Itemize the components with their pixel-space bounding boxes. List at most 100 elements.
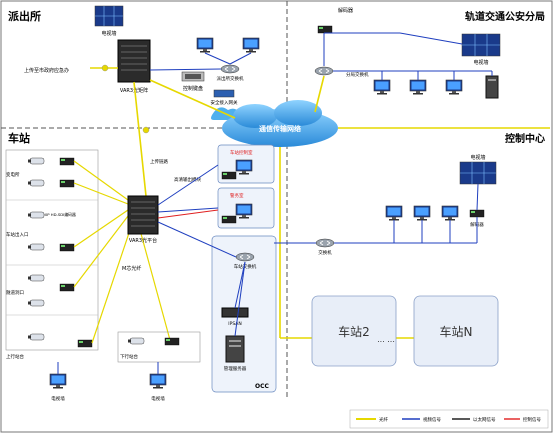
management-server: [225, 335, 245, 363]
up-platform-monitor-icon: [49, 373, 67, 389]
bureau-wall-link: [399, 32, 463, 45]
camera-icon-2: [27, 179, 45, 187]
transformer-label: 变电所: [6, 171, 20, 178]
camera-icon-3: [27, 211, 45, 219]
bureau-switch-label: 分局交换机: [346, 71, 369, 78]
matrix-switch-link: [149, 68, 222, 71]
legend-video: 视频信号: [402, 416, 441, 423]
mgmt-server-label: 管理服务器: [224, 365, 247, 372]
region-title-station: 车站: [8, 131, 30, 145]
security-gateway-label: 安全接入网关: [211, 99, 238, 106]
police-switch-icon: [220, 64, 240, 74]
control-workstation-icon-1: [385, 205, 403, 221]
station-n-label: 车站N: [440, 324, 473, 339]
legend: [349, 409, 549, 429]
legend-control: 控制信号: [504, 416, 541, 423]
legend-ethernet: 以太网信号: [452, 416, 496, 423]
ipsan-storage: [221, 307, 249, 318]
fiber-bureau-cloud: [314, 75, 325, 113]
encoder-icon-3: [59, 243, 75, 252]
fiber-label: M芯光纤: [122, 265, 141, 272]
fiber-node: [142, 126, 150, 134]
fiber-police-cloud: [149, 79, 236, 119]
down-platform-panel: [117, 331, 201, 363]
fiber-matrix-platform: [133, 81, 147, 197]
legend-fiber: 光纤: [356, 416, 388, 423]
station-2-label: 车站2: [338, 324, 370, 339]
down-platform-monitor-icon: [149, 373, 167, 389]
hd-output-label: 高清输出模块: [174, 176, 201, 183]
station-camera-panel: [5, 149, 99, 351]
control-keyboard: [181, 71, 205, 82]
police-ws-link: [204, 52, 231, 65]
region-title-control-center: 控制中心: [505, 132, 545, 145]
svg-text:控制信号: 控制信号: [523, 416, 541, 423]
region-title-police-station: 派出所: [8, 9, 41, 23]
police-switch-label: 派出所交换机: [217, 75, 244, 82]
police-ws-link-2: [229, 52, 252, 65]
up-monitor-label: 电视墙: [51, 395, 65, 402]
camera-icon-1: [27, 157, 45, 165]
control-room-label: 车站控制室: [230, 149, 253, 156]
bureau-workstation-icon-2: [409, 79, 427, 95]
svg-text:视频信号: 视频信号: [423, 416, 441, 423]
control-keyboard-label: 控制键盘: [183, 85, 203, 92]
platform-control-link: [157, 164, 219, 206]
station-2-box: [311, 295, 397, 367]
var3-optical-platform: [127, 195, 159, 235]
control-workstation-icon-2: [413, 205, 431, 221]
control-workstation-icon-3: [441, 205, 459, 221]
control-room-keyboard-icon: [221, 171, 237, 180]
tunnel-label: 隧道洞口: [6, 289, 24, 296]
bureau-workstation-icon-3: [445, 79, 463, 95]
camera-icon-8: [127, 337, 145, 345]
station-switch-icon: [235, 252, 255, 262]
duty-room-keyboard-icon: [221, 215, 237, 224]
platform-control-signal: [157, 209, 219, 219]
platform-up-label: 上行站台: [6, 353, 24, 360]
camera-icon-6: [27, 299, 45, 307]
bureau-decoder-icon: [317, 25, 333, 34]
camera-icon-4: [27, 243, 45, 251]
bureau-video-wall: [461, 33, 501, 57]
encoder-icon-4: [59, 283, 75, 292]
upload-label: 上传至市政府应急办: [24, 67, 69, 74]
bureau-video-wall-label: 电视墙: [473, 59, 488, 66]
control-video-wall: [459, 161, 497, 185]
police-video-wall-label: 电视墙: [101, 30, 116, 37]
duty-room-label: 警务室: [230, 192, 244, 199]
control-switch-icon: [315, 238, 335, 248]
region-title-transit-police: 轨道交通公安分局: [465, 10, 545, 23]
police-video-wall: [94, 5, 124, 27]
encoder-icon-5: [77, 339, 93, 348]
control-video-wall-label: 电视墙: [470, 154, 485, 161]
bureau-server-icon: [485, 75, 499, 99]
decoder-wall-link: [476, 183, 479, 211]
ipsan-label: IPSAN: [228, 321, 241, 327]
occ-label: OCC: [255, 383, 270, 390]
camera-icon-5: [27, 274, 45, 282]
switch-storage-link: [234, 261, 246, 309]
var3-matrix-label: VAR3光矩阵: [120, 87, 148, 94]
camera-icon-7: [27, 333, 45, 341]
svg-text:以太网信号: 以太网信号: [473, 416, 496, 423]
entrance-label: 车站出入口: [6, 231, 29, 238]
station-n-box: [413, 295, 499, 367]
platform-down-label: 下行站台: [120, 353, 138, 360]
encoder-note: 100P HD-SDI编码器: [40, 212, 76, 217]
station-ellipsis: ... ...: [377, 335, 395, 344]
encoder-icon-1: [59, 157, 75, 166]
bureau-switch-icon: [314, 66, 334, 76]
transport-network-cloud: [222, 100, 338, 147]
optical-platform-label: VAR3光平台: [129, 237, 157, 244]
bureau-workstation-icon-1: [373, 79, 391, 95]
security-gateway: [213, 89, 235, 98]
upstream-label: 上传链路: [150, 158, 168, 165]
encoder-icon-6: [164, 337, 180, 346]
station-switch-label: 车站交换机: [234, 263, 257, 270]
encoder-icon-2: [59, 179, 75, 188]
police-workstation-icon-2: [242, 37, 260, 53]
down-monitor-label: 电视墙: [151, 395, 165, 402]
